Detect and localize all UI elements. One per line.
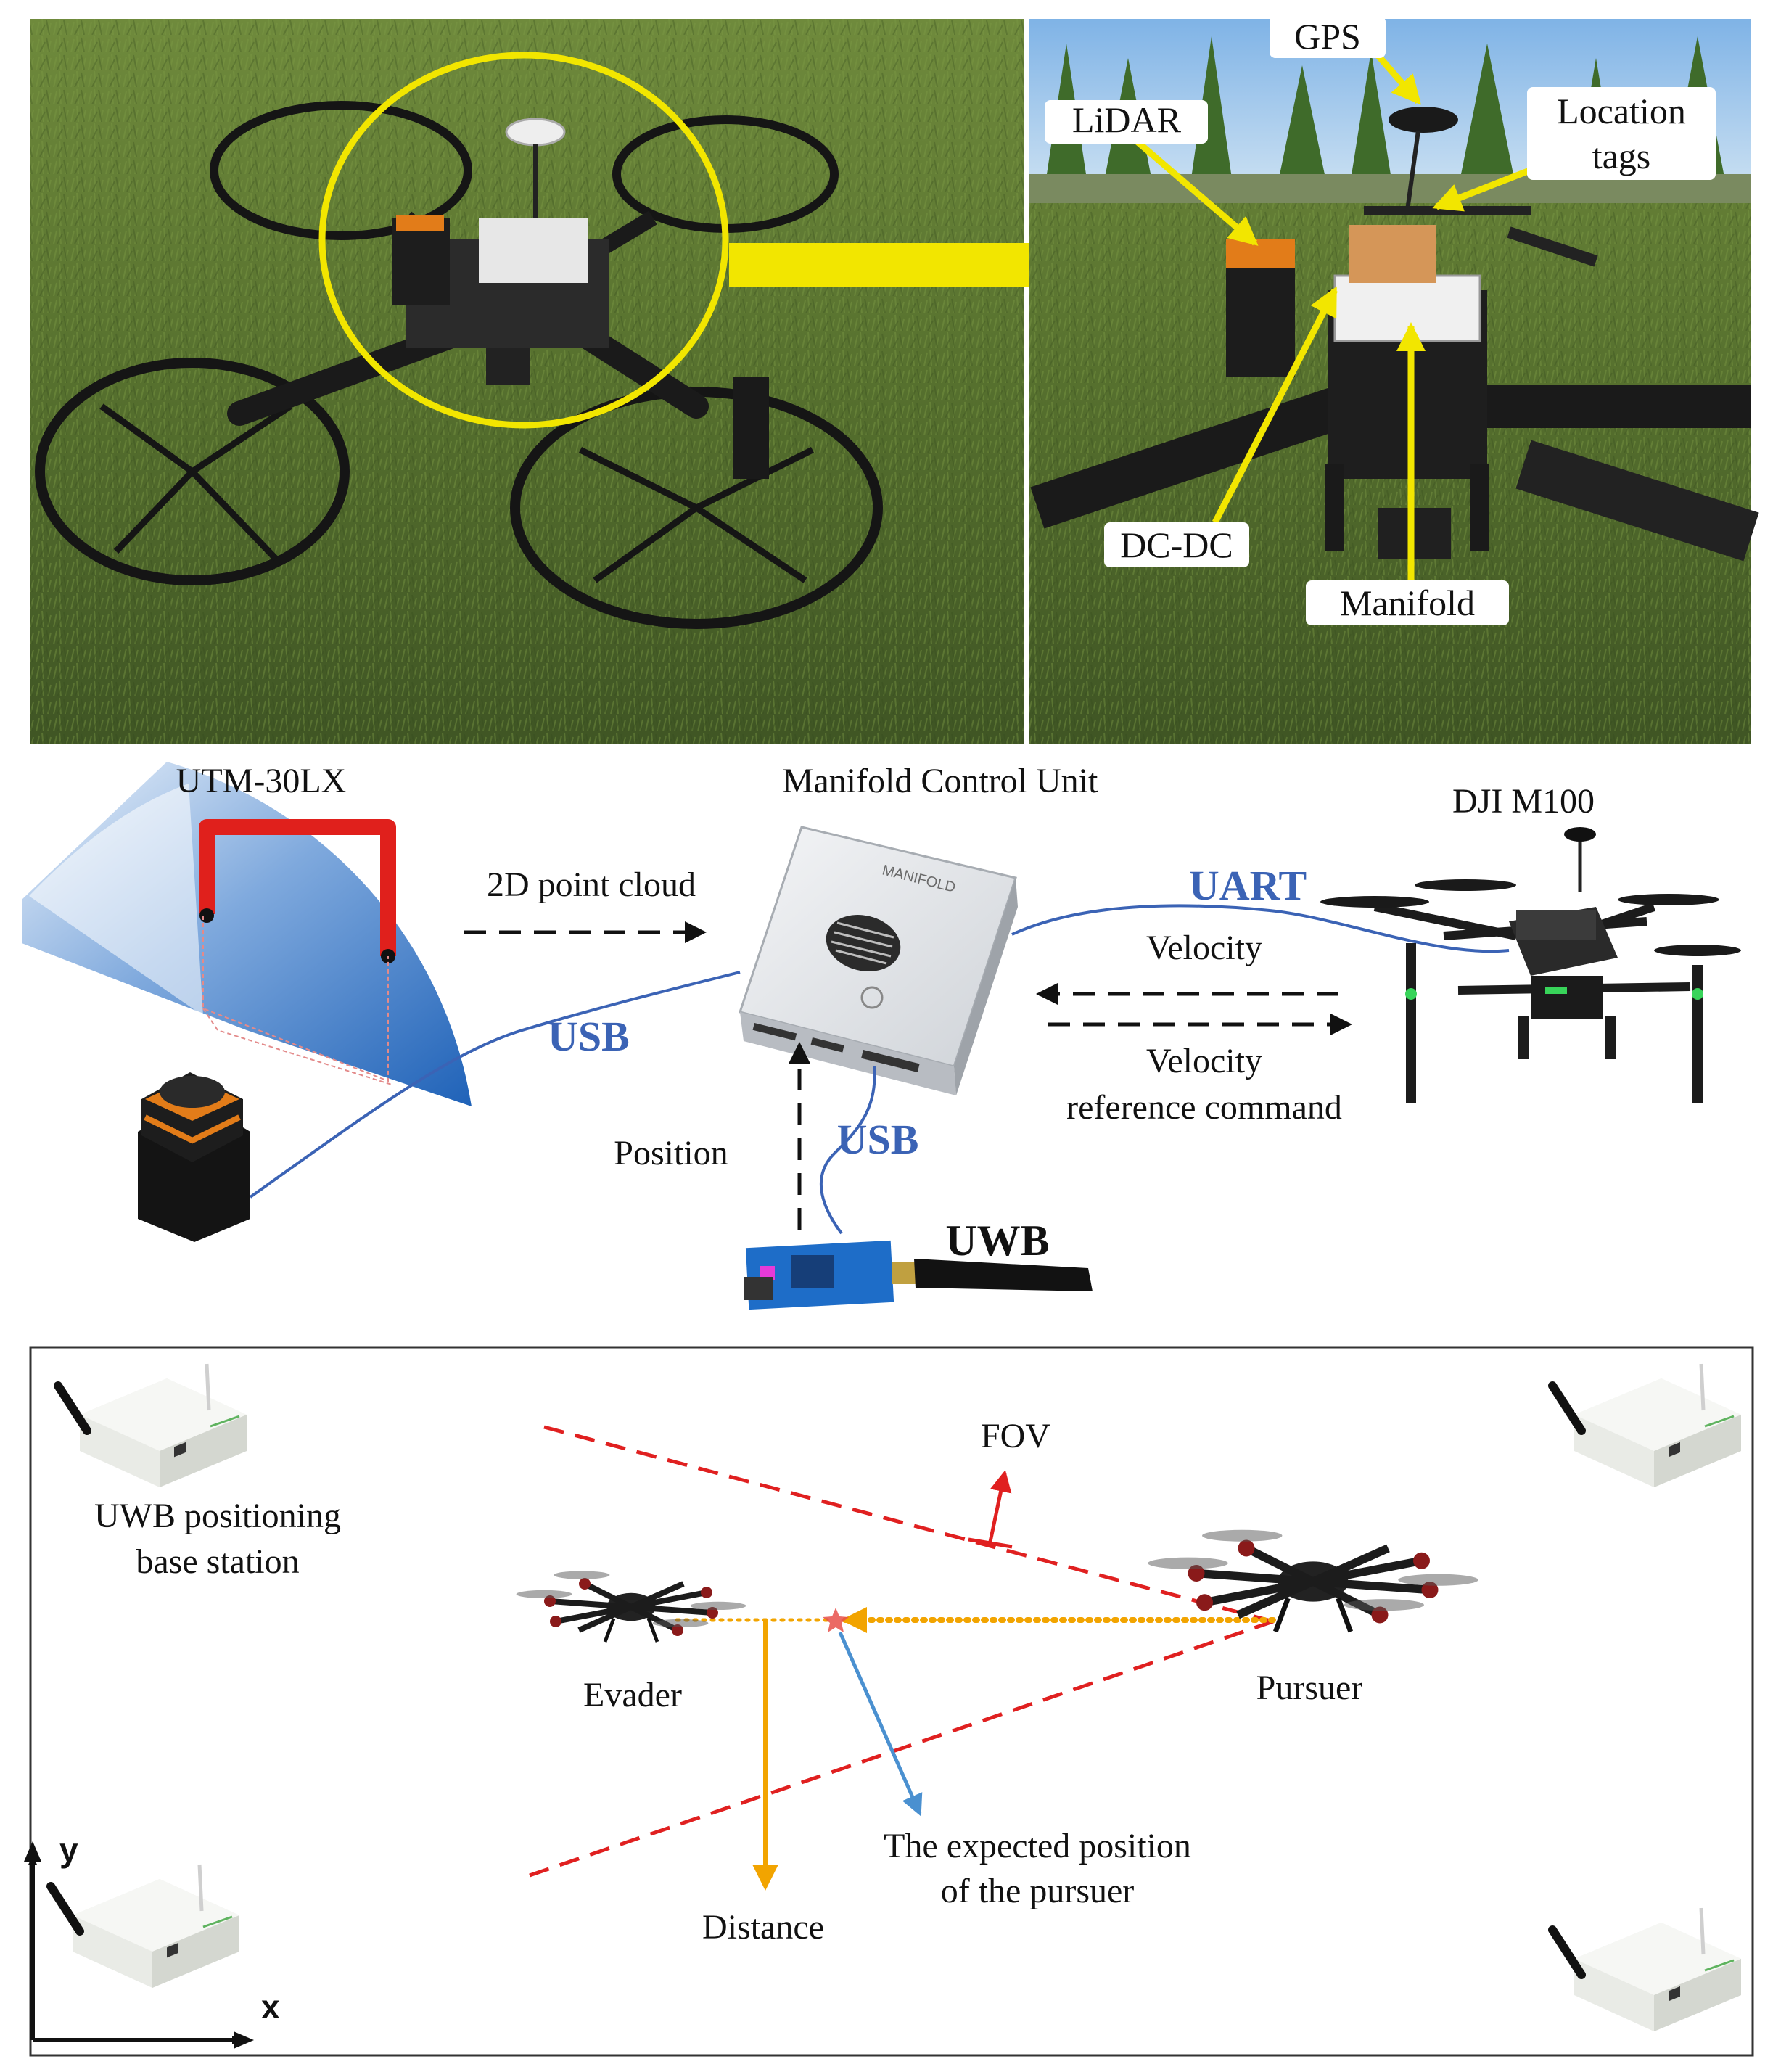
sensor-title: UTM-30LX	[176, 762, 347, 800]
svg-text:Manifold: Manifold	[1340, 583, 1475, 623]
svg-text:DC-DC: DC-DC	[1120, 525, 1233, 565]
label-location-tags: Location tags	[1527, 87, 1716, 180]
usb-cable-left	[249, 971, 741, 1199]
zoom-arrow	[729, 218, 1103, 312]
label-manifold: Manifold	[1306, 580, 1509, 625]
expected-position-arrow	[838, 1631, 923, 1817]
fov-arrow	[988, 1470, 1012, 1542]
usb-label-left: USB	[548, 1013, 630, 1060]
uwb-label: UWB	[945, 1217, 1049, 1265]
velocity-label: Velocity	[1146, 929, 1262, 967]
svg-text:GPS: GPS	[1294, 16, 1361, 57]
base-station-label-2: base station	[136, 1542, 299, 1581]
label-gps: GPS	[1270, 16, 1386, 58]
dji-m100	[1320, 827, 1741, 1103]
expected-position-marker	[823, 1608, 849, 1632]
distance-label: Distance	[702, 1908, 824, 1946]
label-lidar: LiDAR	[1045, 99, 1208, 144]
expected-position-label-1: The expected position	[884, 1827, 1191, 1865]
label-dcdc: DC-DC	[1104, 522, 1249, 567]
axis-y-label: y	[59, 1831, 78, 1869]
uart-label: UART	[1189, 862, 1307, 909]
axes: y x	[24, 1831, 280, 2049]
uart-cable	[1011, 904, 1510, 953]
scenario-frame	[29, 1346, 1754, 2057]
evader-label: Evader	[583, 1676, 682, 1714]
fov-label: FOV	[981, 1417, 1050, 1455]
svg-text:tags: tags	[1592, 136, 1651, 176]
fov-lower-edge	[529, 1619, 1274, 1878]
highlight-circle	[318, 52, 729, 429]
axis-x-label: x	[261, 1988, 280, 2026]
scenario-panel: UWB positioning base station FOV Distanc…	[24, 1346, 1754, 2057]
photo-left	[30, 19, 1024, 744]
lidar-sensor	[138, 1072, 250, 1242]
velocity-ref-label-1: Velocity	[1146, 1042, 1262, 1080]
control-title: Manifold Control Unit	[783, 762, 1098, 800]
svg-text:Location: Location	[1557, 91, 1686, 131]
drone-title: DJI M100	[1452, 782, 1595, 821]
pursuer-label: Pursuer	[1256, 1669, 1363, 1707]
uwb-module	[744, 1240, 1093, 1310]
svg-text:LiDAR: LiDAR	[1072, 99, 1182, 140]
utm-frame	[199, 819, 396, 1085]
usb-label-bottom: USB	[837, 1116, 919, 1163]
manifold-box: MANIFOLD	[739, 826, 1018, 1095]
system-diagram: USB UTM-30LX 2D point cloud MANIFOLD	[22, 762, 1741, 1310]
expected-position-label-2: of the pursuer	[941, 1872, 1135, 1910]
position-label: Position	[614, 1134, 728, 1172]
base-station-label-1: UWB positioning	[94, 1497, 341, 1535]
point-cloud-label: 2D point cloud	[487, 866, 696, 904]
velocity-ref-label-2: reference command	[1066, 1088, 1342, 1127]
usb-cable-bottom	[819, 1066, 876, 1235]
